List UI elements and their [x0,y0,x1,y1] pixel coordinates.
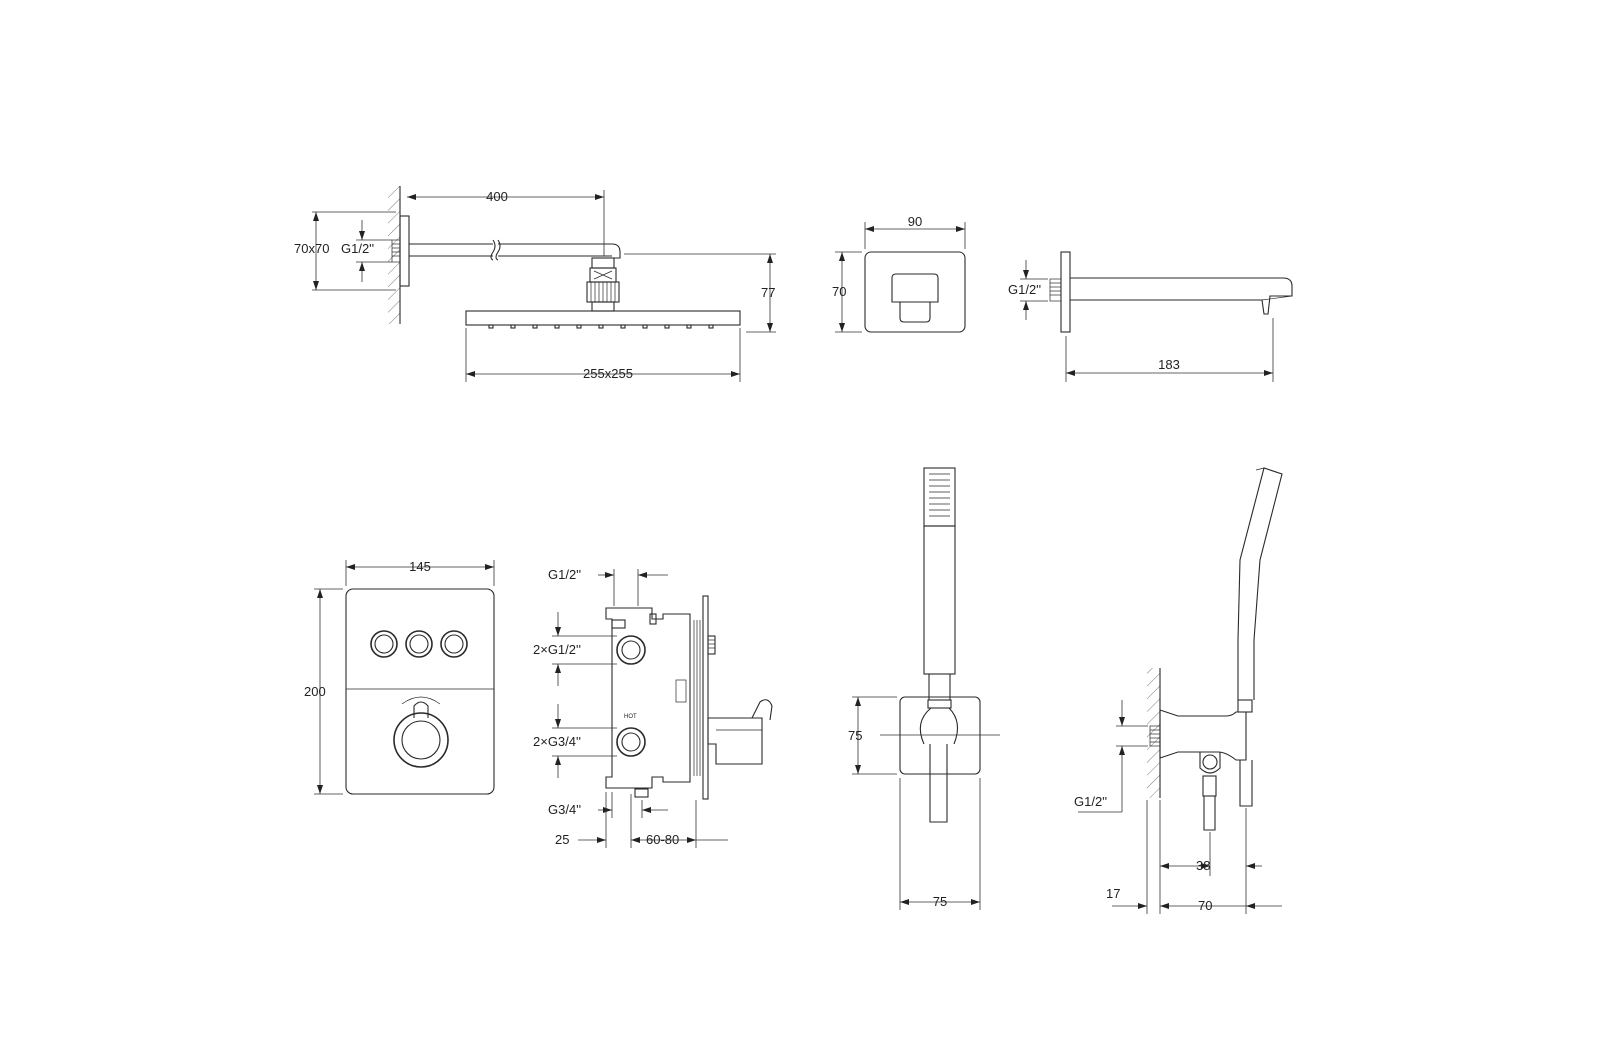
hand-shower-front-drawing: 75 75 [848,467,1000,910]
dim-valve-inlets: 2×G3/4'' [533,734,581,749]
dim-elbow-depth: 70 [1198,898,1212,913]
dim-holder-width: 75 [933,894,947,909]
push-button-2 [405,630,433,658]
dim-elbow-thread: G1/2'' [1074,794,1107,809]
dim-holder-height: 75 [848,728,862,743]
dim-valve-outlets: 2×G1/2'' [533,642,581,657]
thermostat-knob [393,696,449,768]
dim-flange-size: 70x70 [294,241,329,256]
hand-shower-side-drawing: G1/2'' 38 17 70 [1074,467,1283,914]
dim-valve-depth-front: 25 [555,832,569,847]
dim-arm-thread: G1/2'' [341,241,374,256]
shower-arm-drawing: 400 70x70 G1/2'' 77 255x255 [294,186,776,382]
dim-valve-depth-range: 60-80 [646,832,679,847]
dim-spout-thread: G1/2'' [1008,282,1041,297]
valve-body-drawing: HOT G1/2'' 2×G1/2'' 2×G3/4'' G3/4'' [533,567,773,848]
spout-side-drawing: G1/2'' 183 [1008,251,1293,382]
dim-arm-length: 400 [486,189,508,204]
push-button-3 [440,630,468,658]
dim-valve-bottom-thread: G3/4'' [548,802,581,817]
dim-spout-length: 183 [1158,357,1180,372]
dim-shower-height: 77 [761,285,775,300]
dim-elbow-wall: 17 [1106,886,1120,901]
spout-front-drawing: 90 70 [832,214,966,333]
dim-elbow-offset: 38 [1196,858,1210,873]
control-panel-drawing: 145 200 [304,559,495,795]
hot-marking: HOT [624,714,637,720]
dim-panel-height: 200 [304,684,326,699]
dim-showerhead-size: 255x255 [583,366,633,381]
push-button-1 [370,630,398,658]
dim-spout-height: 70 [832,284,846,299]
dim-valve-top-thread: G1/2'' [548,567,581,582]
dim-panel-width: 145 [409,559,431,574]
dim-spout-width: 90 [908,214,922,229]
